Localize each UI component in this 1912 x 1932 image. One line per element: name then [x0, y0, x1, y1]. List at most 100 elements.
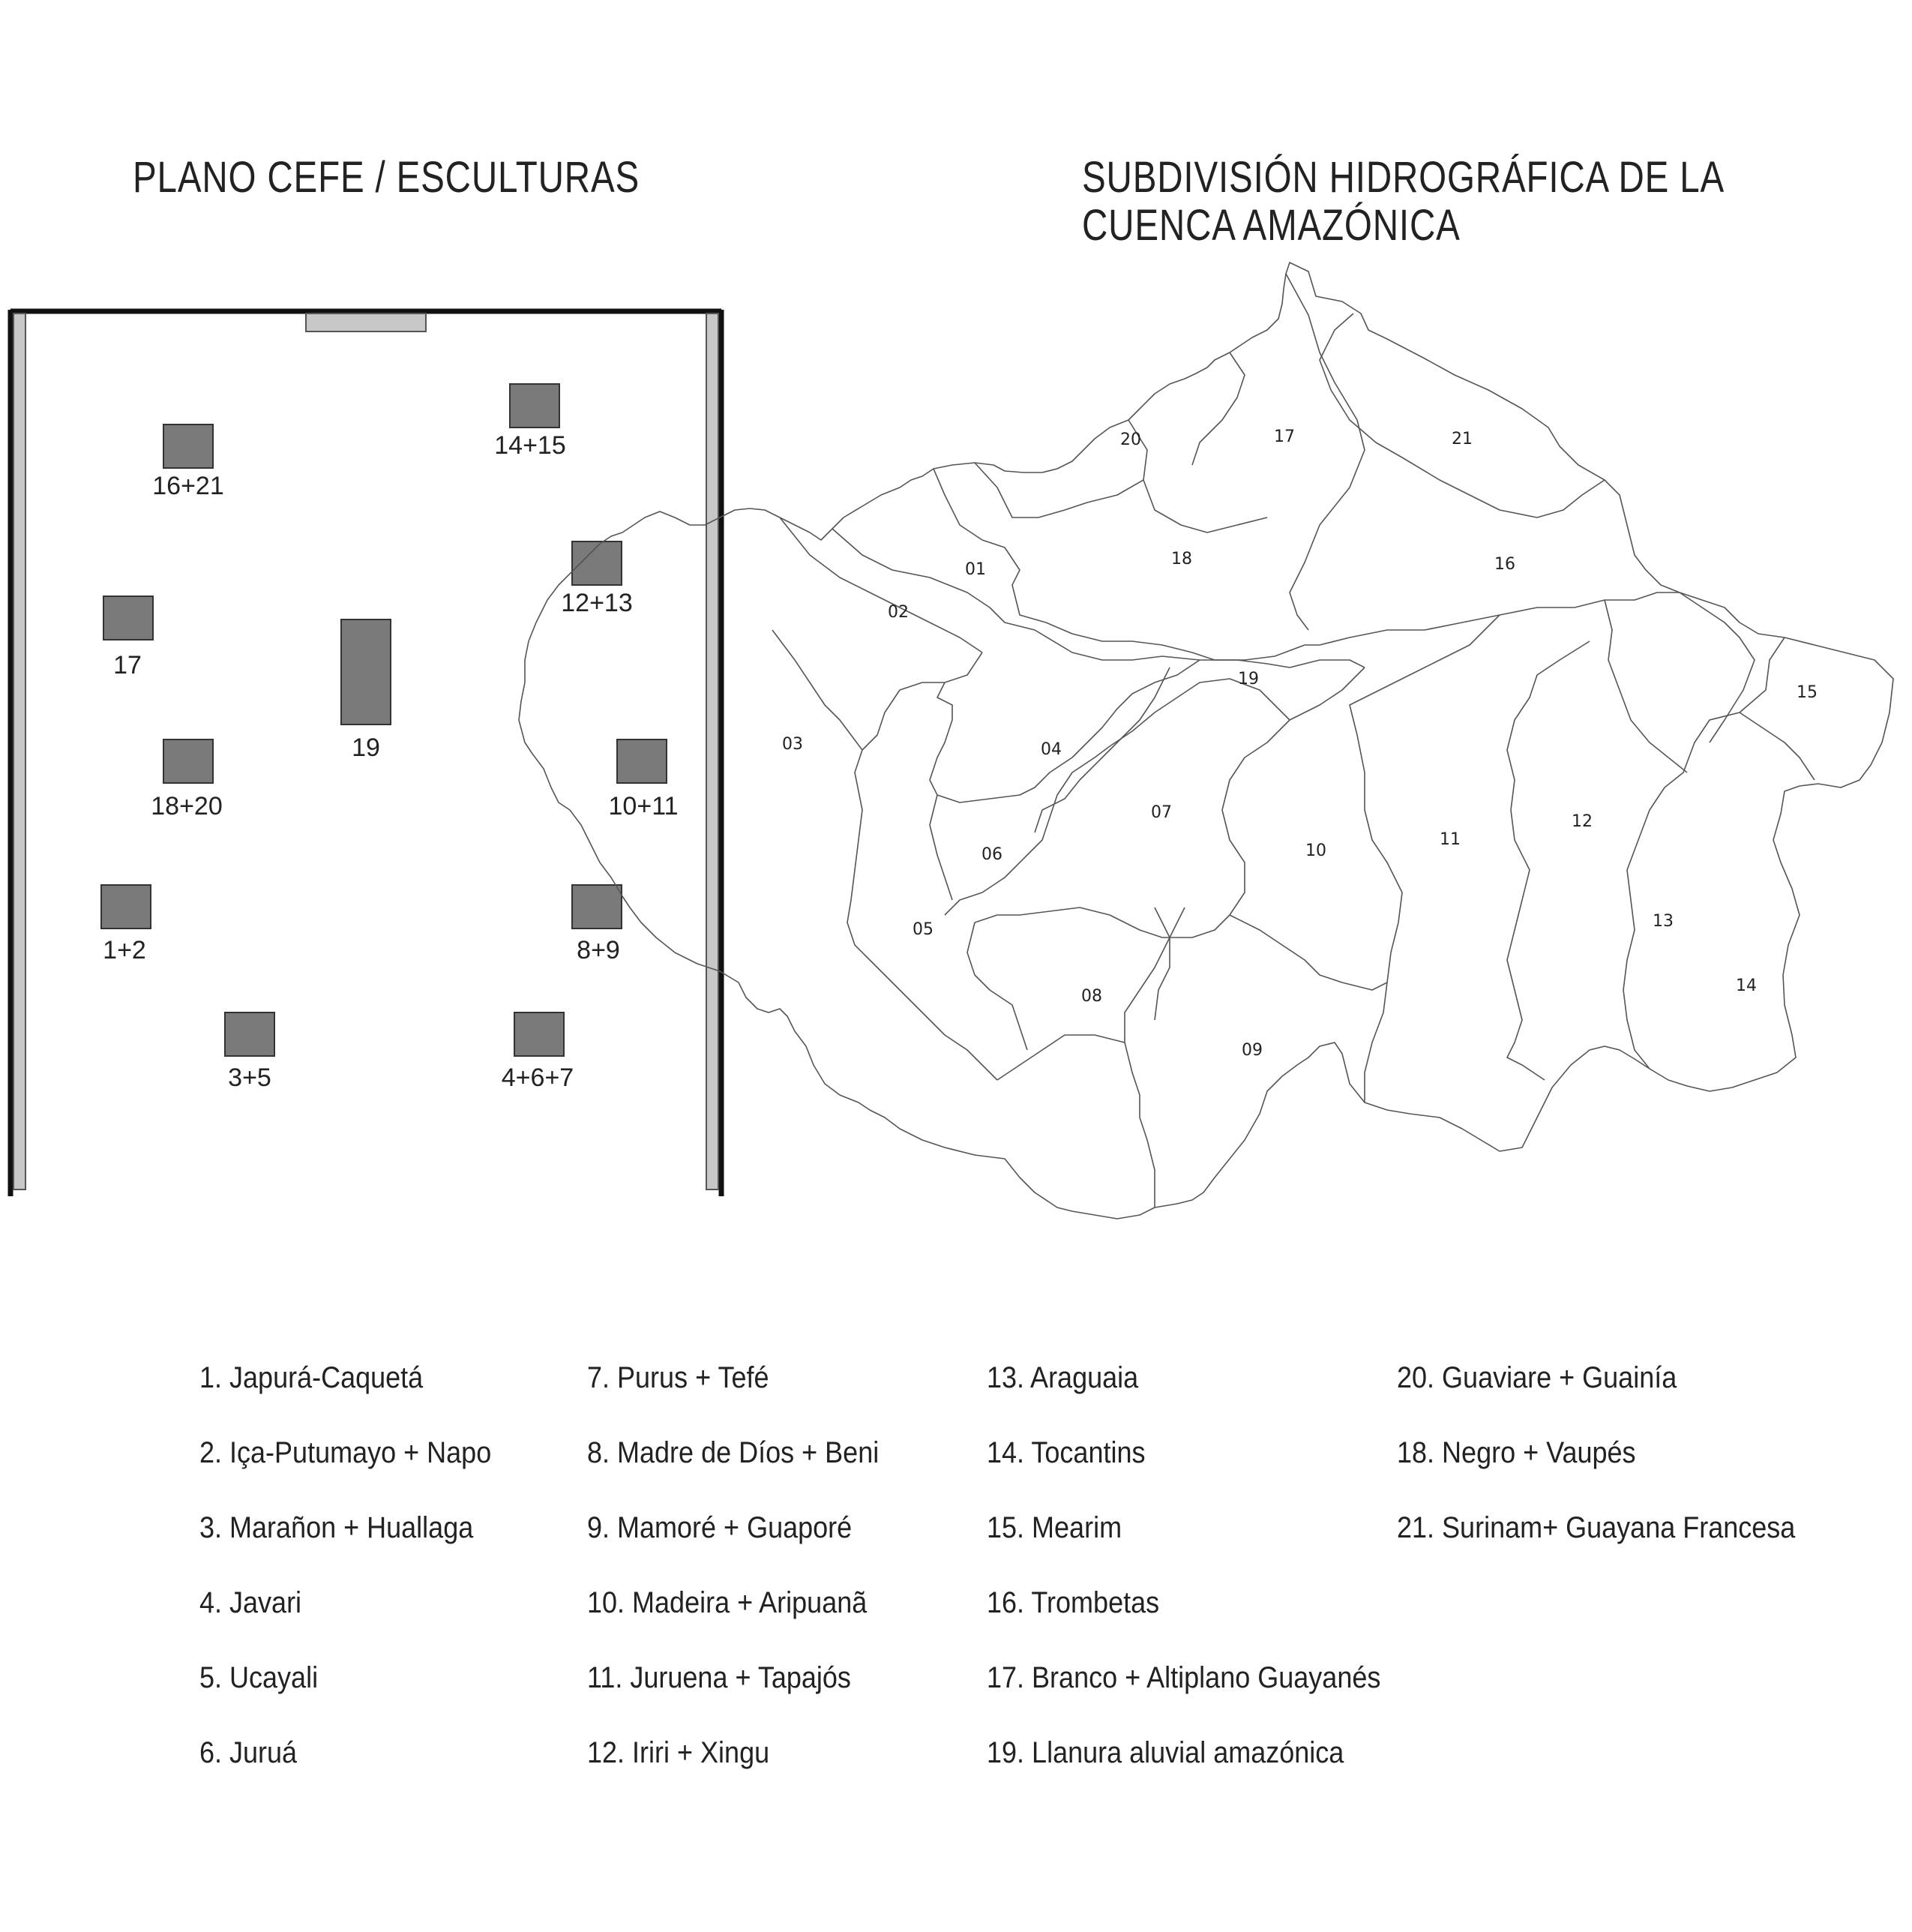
map-title: SUBDIVISIÓN HIDROGRÁFICA DE LA CUENCA AM… [1082, 154, 1725, 250]
legend-item: 5. Ucayali [199, 1661, 319, 1694]
sculpture-4-6-7 [514, 1012, 565, 1057]
basin-boundary [974, 462, 1144, 518]
region-label-20: 20 [1120, 430, 1141, 449]
region-label-21: 21 [1452, 430, 1473, 448]
sculpture-17 [103, 596, 154, 640]
sculpture-3-5 [224, 1012, 275, 1057]
legend-item: 8. Madre de Díos + Beni [587, 1436, 880, 1469]
basin-boundary [929, 794, 953, 901]
sculpture-label: 12+13 [561, 589, 633, 617]
region-label-09: 09 [1242, 1041, 1263, 1060]
sculpture-label: 19 [352, 734, 380, 762]
plan-title: PLANO CEFE / ESCULTURAS [133, 153, 640, 202]
basin-map [518, 262, 1894, 1220]
basin-boundary [996, 1034, 1125, 1081]
legend-item: 21. Surinam+ Guayana Francesa [1397, 1511, 1796, 1544]
region-label-16: 16 [1494, 555, 1515, 574]
sculpture-label: 3+5 [228, 1064, 271, 1092]
plan-left-panel [13, 313, 26, 1190]
region-label-19: 19 [1238, 670, 1259, 688]
legend-item: 16. Trombetas [987, 1586, 1160, 1619]
legend-item: 10. Madeira + Aripuanã [587, 1586, 868, 1619]
plan-top-panel [305, 313, 427, 332]
basin-boundary [1191, 352, 1245, 466]
region-label-05: 05 [913, 920, 934, 939]
basin-boundary [832, 528, 1365, 668]
legend-item: 13. Araguaia [987, 1361, 1139, 1394]
sculpture-8-9 [571, 884, 622, 929]
basin-boundary [1285, 273, 1365, 631]
plan-right-panel [706, 313, 719, 1190]
basin-boundary [1679, 592, 1755, 743]
legend-item: 15. Mearim [987, 1511, 1122, 1544]
basin-boundary [944, 678, 1290, 916]
basin-boundary [847, 652, 998, 1081]
basin-boundary [779, 517, 983, 653]
legend-item: 7. Purus + Tefé [587, 1361, 769, 1394]
legend-item: 3. Marañon + Huallaga [199, 1511, 474, 1544]
sculpture-label: 18+20 [151, 792, 223, 820]
basin-boundary [1154, 907, 1170, 1021]
region-label-11: 11 [1440, 830, 1461, 849]
legend-item: 1. Japurá-Caquetá [199, 1361, 424, 1394]
region-label-08: 08 [1081, 987, 1102, 1006]
sculpture-label: 16+21 [152, 472, 224, 500]
sculpture-label: 10+11 [609, 792, 679, 820]
region-label-10: 10 [1305, 842, 1326, 860]
basin-boundary [1604, 599, 1688, 773]
basin-boundary [1229, 914, 1388, 991]
sculpture-16-21 [163, 424, 214, 469]
basin-boundary [772, 629, 863, 751]
sculpture-label: 14+15 [494, 431, 566, 460]
legend-item: 11. Juruena + Tapajós [587, 1661, 851, 1694]
basin-boundary [933, 468, 1320, 661]
sculpture-label: 1+2 [103, 936, 146, 964]
basin-boundary [1034, 667, 1170, 833]
region-labels: 01 02 03 04 05 06 07 08 09 10 11 12 13 1… [782, 428, 1818, 1060]
basin-boundary [929, 659, 1200, 803]
region-label-18: 18 [1171, 550, 1192, 568]
sculpture-label: 8+9 [577, 936, 620, 964]
basin-boundary [1739, 712, 1815, 781]
basin-boundary [966, 922, 1028, 1051]
region-label-01: 01 [965, 560, 986, 579]
basin-outline [518, 262, 1894, 1220]
basin-boundary [974, 667, 1365, 938]
basin-boundary [1506, 640, 1590, 1081]
sculpture-14-15 [509, 383, 560, 428]
basin-boundary [1349, 614, 1500, 1102]
region-label-15: 15 [1797, 683, 1818, 702]
legend-item: 4. Javari [199, 1586, 302, 1619]
basin-boundary [1319, 592, 1680, 646]
region-label-13: 13 [1653, 912, 1674, 931]
sculpture-1-2 [100, 884, 151, 929]
legend-item: 6. Juruá [199, 1736, 298, 1769]
legend-item: 14. Tocantins [987, 1436, 1146, 1469]
legend-item: 17. Branco + Altiplano Guayanés [987, 1661, 1381, 1694]
legend-item: 18. Negro + Vaupés [1397, 1436, 1636, 1469]
basin-boundary [1623, 637, 1785, 1070]
legend-item: 9. Mamoré + Guaporé [587, 1511, 853, 1544]
basin-boundary [1319, 313, 1605, 518]
region-label-02: 02 [888, 603, 909, 622]
sculpture-10-11 [616, 739, 667, 784]
legend-item: 19. Llanura aluvial amazónica [987, 1736, 1344, 1769]
legend-item: 2. Içа-Putumayo + Napo [199, 1436, 492, 1469]
sculpture-18-20 [163, 739, 214, 784]
region-label-06: 06 [981, 845, 1002, 864]
sculpture-label: 17 [113, 651, 142, 680]
sculpture-19 [340, 619, 391, 725]
region-label-03: 03 [782, 735, 803, 754]
region-label-14: 14 [1736, 976, 1757, 995]
floor-plan: 16+21 14+15 12+13 17 19 18+20 10+11 1+2 … [7, 308, 724, 1196]
region-label-04: 04 [1041, 740, 1062, 759]
basin-boundary [1128, 419, 1268, 533]
region-label-12: 12 [1572, 812, 1593, 831]
map-title-line2: CUENCA AMAZÓNICA [1082, 201, 1461, 250]
map-title-line1: SUBDIVISIÓN HIDROGRÁFICA DE LA [1082, 153, 1725, 202]
basin-boundary [1124, 907, 1185, 1208]
sculpture-label: 4+6+7 [502, 1064, 574, 1092]
region-label-17: 17 [1274, 428, 1295, 446]
region-label-07: 07 [1151, 803, 1172, 822]
